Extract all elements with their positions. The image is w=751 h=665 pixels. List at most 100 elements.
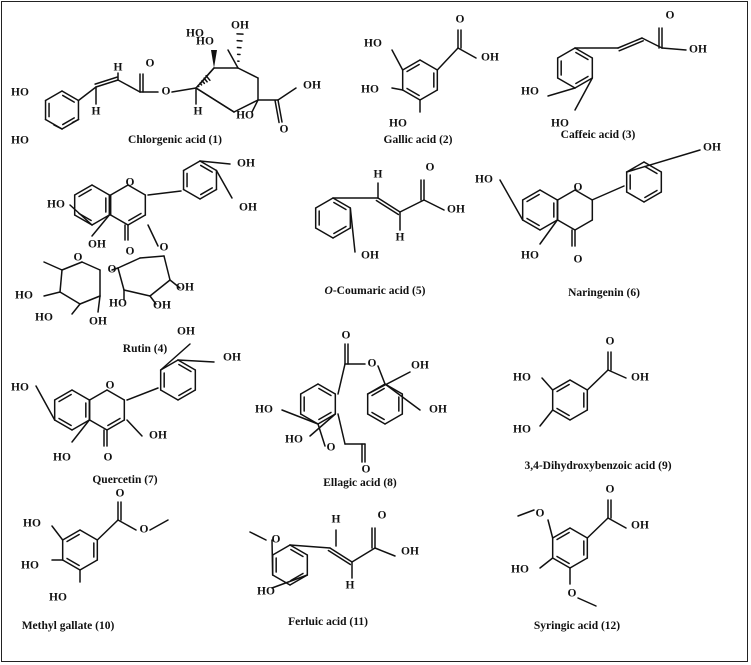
caption-rutin: Rutin (4) bbox=[122, 343, 168, 355]
atom-label: OH bbox=[631, 520, 649, 532]
atom-label: HO bbox=[551, 118, 569, 130]
bond bbox=[586, 369, 609, 391]
bond bbox=[271, 544, 291, 556]
bond bbox=[556, 77, 576, 89]
bond bbox=[374, 547, 396, 557]
bond bbox=[77, 86, 97, 102]
bond bbox=[625, 161, 645, 173]
bond bbox=[163, 255, 171, 281]
bond bbox=[366, 371, 411, 395]
bond bbox=[233, 99, 259, 113]
bond bbox=[539, 219, 559, 231]
atom-label: OH bbox=[237, 158, 255, 170]
caption-o-coumaric-acid: O-Coumaric acid (5) bbox=[324, 285, 426, 297]
bond bbox=[377, 197, 401, 213]
atom-label: HO bbox=[389, 118, 407, 130]
caption-ferulic-acid: Ferluic acid (11) bbox=[288, 616, 368, 628]
atom-label: HO bbox=[513, 424, 531, 436]
caption-dihydroxybenzoic-acid: 3,4-Dihydroxybenzoic acid (9) bbox=[524, 460, 672, 472]
bond bbox=[317, 383, 337, 395]
bond bbox=[569, 409, 589, 421]
bond bbox=[178, 387, 192, 397]
bond bbox=[607, 517, 627, 529]
atom-label: HO bbox=[285, 434, 303, 446]
bond bbox=[377, 365, 386, 385]
bond bbox=[309, 413, 337, 437]
atom-label: OH bbox=[176, 282, 194, 294]
bond bbox=[95, 79, 119, 88]
bond bbox=[79, 529, 99, 541]
bond bbox=[281, 409, 319, 425]
bond bbox=[556, 531, 570, 541]
atom-label: O bbox=[368, 358, 377, 370]
bond bbox=[547, 519, 554, 539]
bond bbox=[556, 383, 570, 393]
bond bbox=[106, 419, 126, 431]
bond bbox=[384, 413, 404, 425]
atom-label: HO bbox=[21, 560, 39, 572]
atom-label: OH bbox=[223, 352, 241, 364]
bond bbox=[314, 197, 334, 209]
bond bbox=[577, 597, 597, 607]
bond bbox=[607, 369, 627, 379]
atom-label: HO bbox=[511, 564, 529, 576]
bond bbox=[61, 261, 83, 271]
bond bbox=[556, 189, 576, 201]
atom-label: HO bbox=[109, 298, 127, 310]
bond bbox=[71, 118, 80, 124]
atom-label: H bbox=[346, 580, 355, 592]
atom-label: O bbox=[666, 10, 675, 22]
bond bbox=[79, 295, 101, 305]
bond bbox=[127, 214, 147, 226]
atom-label: OH bbox=[411, 360, 429, 372]
atom-label: OH bbox=[361, 250, 379, 262]
atom-label: O bbox=[606, 484, 615, 496]
atom-label: O bbox=[106, 380, 115, 392]
atom-label: HO bbox=[35, 312, 53, 324]
bond bbox=[337, 363, 346, 395]
bond bbox=[61, 117, 75, 126]
atom-label: O bbox=[280, 124, 289, 136]
bond bbox=[109, 214, 129, 226]
atom-label: HO bbox=[513, 372, 531, 384]
bond bbox=[178, 363, 192, 373]
atom-label: O bbox=[574, 182, 583, 194]
atom-label: H bbox=[374, 169, 383, 181]
bond bbox=[423, 199, 445, 211]
atom-label: OH bbox=[88, 239, 106, 251]
bond bbox=[69, 204, 93, 226]
bond bbox=[290, 572, 304, 582]
atom-label: HO bbox=[475, 174, 493, 186]
bond bbox=[569, 379, 589, 391]
bond bbox=[575, 51, 589, 61]
bond bbox=[66, 557, 80, 567]
caption-quercetin: Quercetin (7) bbox=[92, 474, 158, 486]
bond bbox=[169, 279, 181, 289]
bond bbox=[366, 413, 386, 425]
bond bbox=[551, 527, 571, 539]
atom-label: HO bbox=[47, 199, 65, 211]
bond bbox=[617, 37, 643, 49]
bond bbox=[149, 519, 169, 531]
bond bbox=[539, 219, 559, 245]
bond bbox=[147, 190, 182, 196]
bond bbox=[406, 87, 420, 97]
bond bbox=[88, 419, 108, 431]
bond bbox=[78, 188, 92, 198]
bond bbox=[539, 557, 554, 569]
bond bbox=[277, 87, 297, 101]
bond bbox=[96, 519, 119, 541]
atom-label: O bbox=[160, 242, 169, 254]
bond bbox=[71, 389, 91, 401]
bond bbox=[539, 409, 554, 427]
atom-label: HO bbox=[257, 586, 275, 598]
bond bbox=[43, 291, 61, 297]
bond bbox=[644, 165, 658, 175]
